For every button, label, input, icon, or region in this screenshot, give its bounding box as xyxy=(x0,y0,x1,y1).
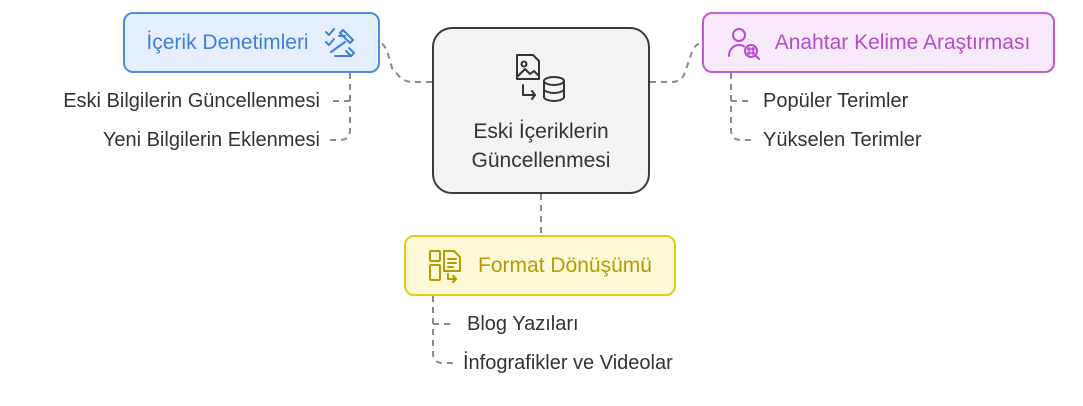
connector-audits-leaves xyxy=(330,73,351,141)
keyword-leaf-2: Yükselen Terimler xyxy=(763,129,922,151)
format-conversion-label: Format Dönüşümü xyxy=(478,253,652,277)
connector-format-leaves xyxy=(432,296,455,364)
layout-convert-icon xyxy=(429,249,462,283)
format-leaf-1: Blog Yazıları xyxy=(467,313,579,335)
user-search-icon xyxy=(727,27,760,60)
central-topic-title: Eski İçeriklerin Güncellenmesi xyxy=(471,120,611,172)
connector-center-to-keyword xyxy=(650,42,703,83)
keyword-research-label: Anahtar Kelime Araştırması xyxy=(774,30,1031,54)
audits-leaf-1: Eski Bilgilerin Güncellenmesi xyxy=(63,90,320,112)
keyword-research-node[interactable]: Anahtar Kelime Araştırması xyxy=(702,12,1055,73)
audits-leaf-2: Yeni Bilgilerin Eklenmesi xyxy=(102,129,320,151)
content-audits-label: İçerik Denetimleri xyxy=(146,30,309,54)
checklist-tools-icon xyxy=(324,27,355,57)
format-leaf-2: İnfografikler ve Videolar xyxy=(463,352,673,374)
image-to-database-icon xyxy=(516,54,565,102)
connector-keyword-leaves xyxy=(730,73,751,141)
central-topic-node[interactable]: Eski İçeriklerin Güncellenmesi xyxy=(432,27,650,194)
format-conversion-node[interactable]: Format Dönüşümü xyxy=(404,235,676,296)
keyword-leaf-1: Popüler Terimler xyxy=(763,90,909,112)
content-audits-node[interactable]: İçerik Denetimleri xyxy=(123,12,380,73)
connector-center-to-audits xyxy=(379,42,432,83)
